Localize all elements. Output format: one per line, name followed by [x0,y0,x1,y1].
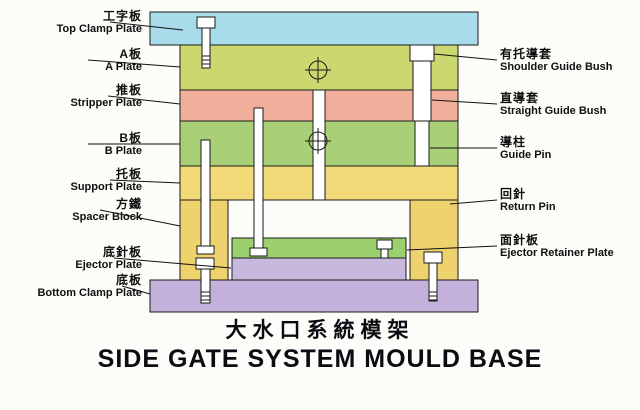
label-b-plate: B板 B Plate [0,132,144,158]
label-a-plate: A板 A Plate [0,48,144,74]
label-en: Ejector Plate [75,259,142,271]
leader-bottom-clamp-plate [121,285,151,295]
label-zh: 推板 [115,83,142,97]
leader-shoulder-guide-bush [433,53,498,61]
ejector-pin-shape [200,139,211,247]
label-zh: 工字板 [102,9,142,23]
leader-spacer-block [99,209,181,227]
label-zh: 底針板 [102,245,142,259]
label-return-pin: 回針 Return Pin [500,188,638,214]
return-pin-shape [253,107,264,249]
label-zh: 直導套 [500,91,540,105]
leader-return-pin [449,199,498,205]
crosshair-mark-a-plate [305,57,331,83]
label-zh: 底板 [115,273,142,287]
bottom-right-bolt-shaft [428,262,438,302]
label-ejector-plate: 底針板 Ejector Plate [0,246,144,272]
bottom-left-bolt-head [195,257,215,270]
label-en: Shoulder Guide Bush [500,61,613,73]
leader-support-plate [109,179,181,184]
label-en: Bottom Clamp Plate [37,287,142,299]
label-en: Guide Pin [500,149,552,161]
leader-straight-guide-bush [431,99,498,105]
label-zh: A板 [119,47,142,61]
label-en: Support Plate [70,181,142,193]
return-pin-head [249,247,268,257]
label-bottom-clamp-plate: 底板 Bottom Clamp Plate [0,274,144,300]
shoulder-guide-bush-shape [409,44,435,62]
label-zh: 有托導套 [500,47,553,61]
leader-stripper-plate [107,95,181,105]
label-zh: 方鐵 [115,197,142,211]
bottom-right-bolt-head [423,251,443,264]
label-stripper-plate: 推板 Stripper Plate [0,84,144,110]
label-support-plate: 托板 Support Plate [0,168,144,194]
label-en: Top Clamp Plate [56,23,142,35]
label-ejector-retainer-plate: 面針板 Ejector Retainer Plate [500,234,638,260]
top-bolt-head [196,16,216,29]
label-zh: B板 [119,131,142,145]
label-en: A Plate [105,61,142,73]
label-guide-pin: 導柱 Guide Pin [500,136,638,162]
retainer-bolt-head [376,239,393,250]
center-pin-shape [312,89,326,201]
guide-pin-shape [414,120,430,167]
title-block: 大水口系統模架 SIDE GATE SYSTEM MOULD BASE [0,318,640,374]
leader-a-plate [87,59,181,68]
label-zh: 托板 [115,167,142,181]
label-top-clamp-plate: 工字板 Top Clamp Plate [0,10,144,36]
title-english: SIDE GATE SYSTEM MOULD BASE [97,345,543,373]
label-en: Return Pin [500,201,556,213]
bottom-left-bolt-shaft [200,268,211,304]
label-straight-guide-bush: 直導套 Straight Guide Bush [500,92,638,118]
label-shoulder-guide-bush: 有托導套 Shoulder Guide Bush [500,48,638,74]
label-en: Ejector Retainer Plate [500,247,614,259]
retainer-bolt-shaft [380,248,389,259]
label-en: Spacer Block [72,211,142,223]
ejector-pin-head [196,245,215,255]
crosshair-mark-b-plate [305,128,331,154]
leader-top-clamp-plate [109,21,184,31]
straight-guide-bush-shape [412,60,432,122]
label-en: Stripper Plate [70,97,142,109]
label-spacer-block: 方鐵 Spacer Block [0,198,144,224]
leader-ejector-retainer-plate [406,245,498,251]
title-chinese: 大水口系統模架 [225,319,415,342]
label-zh: 面針板 [500,233,540,247]
top-bolt-shaft [201,27,211,69]
label-en: Straight Guide Bush [500,105,607,117]
ejector-plate-shape [231,257,407,281]
label-zh: 回針 [500,187,527,201]
label-zh: 導柱 [500,135,527,149]
label-en: B Plate [104,145,142,157]
leader-ejector-plate [113,257,232,269]
